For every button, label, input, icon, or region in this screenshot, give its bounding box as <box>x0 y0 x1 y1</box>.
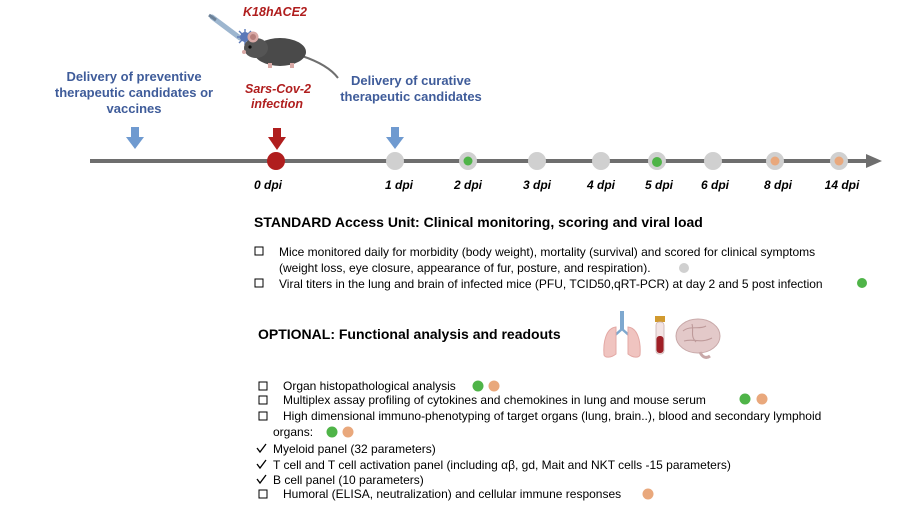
checkbox-bullet-icon <box>254 278 264 288</box>
optional-item-2-line1: Multiplex assay profiling of cytokines a… <box>283 393 706 407</box>
green-dot-icon <box>857 278 867 288</box>
timepoint-marker-4dpi <box>592 152 610 170</box>
curative-label-line2: therapeutic candidates <box>340 89 482 104</box>
optional-item-6-line1: B cell panel (10 parameters) <box>273 473 424 487</box>
optional-item-3-line1: High dimensional immuno-phenotyping of t… <box>283 409 821 423</box>
green-dot-icon <box>326 426 338 438</box>
timepoint-label-5dpi: 5 dpi <box>645 178 674 192</box>
preventive-label-line1: Delivery of preventive <box>66 69 201 84</box>
preventive-arrow-icon <box>126 127 144 149</box>
standard-section-title: STANDARD Access Unit: Clinical monitorin… <box>254 214 703 230</box>
mouse-icon <box>242 31 339 79</box>
green-dot-icon <box>472 380 484 392</box>
timepoint-label-4dpi: 4 dpi <box>586 178 616 192</box>
timepoint-dot-8dpi <box>770 156 780 166</box>
preventive-label-line2: therapeutic candidates or <box>55 85 213 100</box>
orange-dot-icon <box>342 426 354 438</box>
timepoint-marker-0dpi <box>267 152 285 170</box>
green-dot-icon <box>739 393 751 405</box>
optional-item-5-line1: T cell and T cell activation panel (incl… <box>273 458 731 472</box>
brain-icon <box>675 318 721 359</box>
timepoint-label-14dpi: 14 dpi <box>825 178 860 192</box>
checkbox-bullet-icon <box>258 411 268 421</box>
timeline-arrowhead-icon <box>866 154 882 168</box>
infection-arrow-icon <box>268 128 286 150</box>
optional-section-title: OPTIONAL: Functional analysis and readou… <box>258 326 561 342</box>
preventive-label-line3: vaccines <box>107 101 162 116</box>
infection-label-line2: infection <box>251 97 303 111</box>
virus-icon <box>237 29 253 45</box>
timepoint-label-8dpi: 8 dpi <box>764 178 793 192</box>
check-bullet-icon <box>256 443 267 454</box>
optional-item-4-line1: Myeloid panel (32 parameters) <box>273 442 436 456</box>
timepoint-dot-14dpi <box>834 156 844 166</box>
orange-dot-icon <box>642 488 654 500</box>
timepoint-marker-1dpi <box>386 152 404 170</box>
mouse-strain-label: K18hACE2 <box>243 5 307 19</box>
timepoint-label-0dpi: 0 dpi <box>254 178 283 192</box>
optional-item-1-line1: Organ histopathological analysis <box>283 379 456 393</box>
timepoint-label-2dpi: 2 dpi <box>453 178 483 192</box>
orange-dot-icon <box>756 393 768 405</box>
optional-item-3-line2: organs: <box>273 425 313 439</box>
standard-item-2-line1: Viral titers in the lung and brain of in… <box>279 277 823 291</box>
timepoint-dot-5dpi <box>652 157 662 167</box>
timepoint-label-1dpi: 1 dpi <box>385 178 414 192</box>
timepoint-label-6dpi: 6 dpi <box>701 178 730 192</box>
check-bullet-icon <box>256 474 267 485</box>
checkbox-bullet-icon <box>254 246 264 256</box>
timepoint-label-3dpi: 3 dpi <box>523 178 552 192</box>
standard-item-1-line2: (weight loss, eye closure, appearance of… <box>279 261 651 275</box>
checkbox-bullet-icon <box>258 381 268 391</box>
gray-dot-icon <box>679 263 689 273</box>
timepoint-marker-3dpi <box>528 152 546 170</box>
timepoint-dot-2dpi <box>463 156 473 166</box>
infection-label-line1: Sars-Cov-2 <box>245 82 311 96</box>
checkbox-bullet-icon <box>258 489 268 499</box>
check-bullet-icon <box>256 459 267 470</box>
standard-item-1-line1: Mice monitored daily for morbidity (body… <box>279 245 815 259</box>
lungs-icon <box>603 311 641 358</box>
curative-arrow-icon <box>386 127 404 149</box>
orange-dot-icon <box>488 380 500 392</box>
optional-item-7-line1: Humoral (ELISA, neutralization) and cell… <box>283 487 621 501</box>
timepoint-marker-6dpi <box>704 152 722 170</box>
curative-label-line1: Delivery of curative <box>351 73 471 88</box>
blood-tube-icon <box>655 316 665 355</box>
checkbox-bullet-icon <box>258 395 268 405</box>
